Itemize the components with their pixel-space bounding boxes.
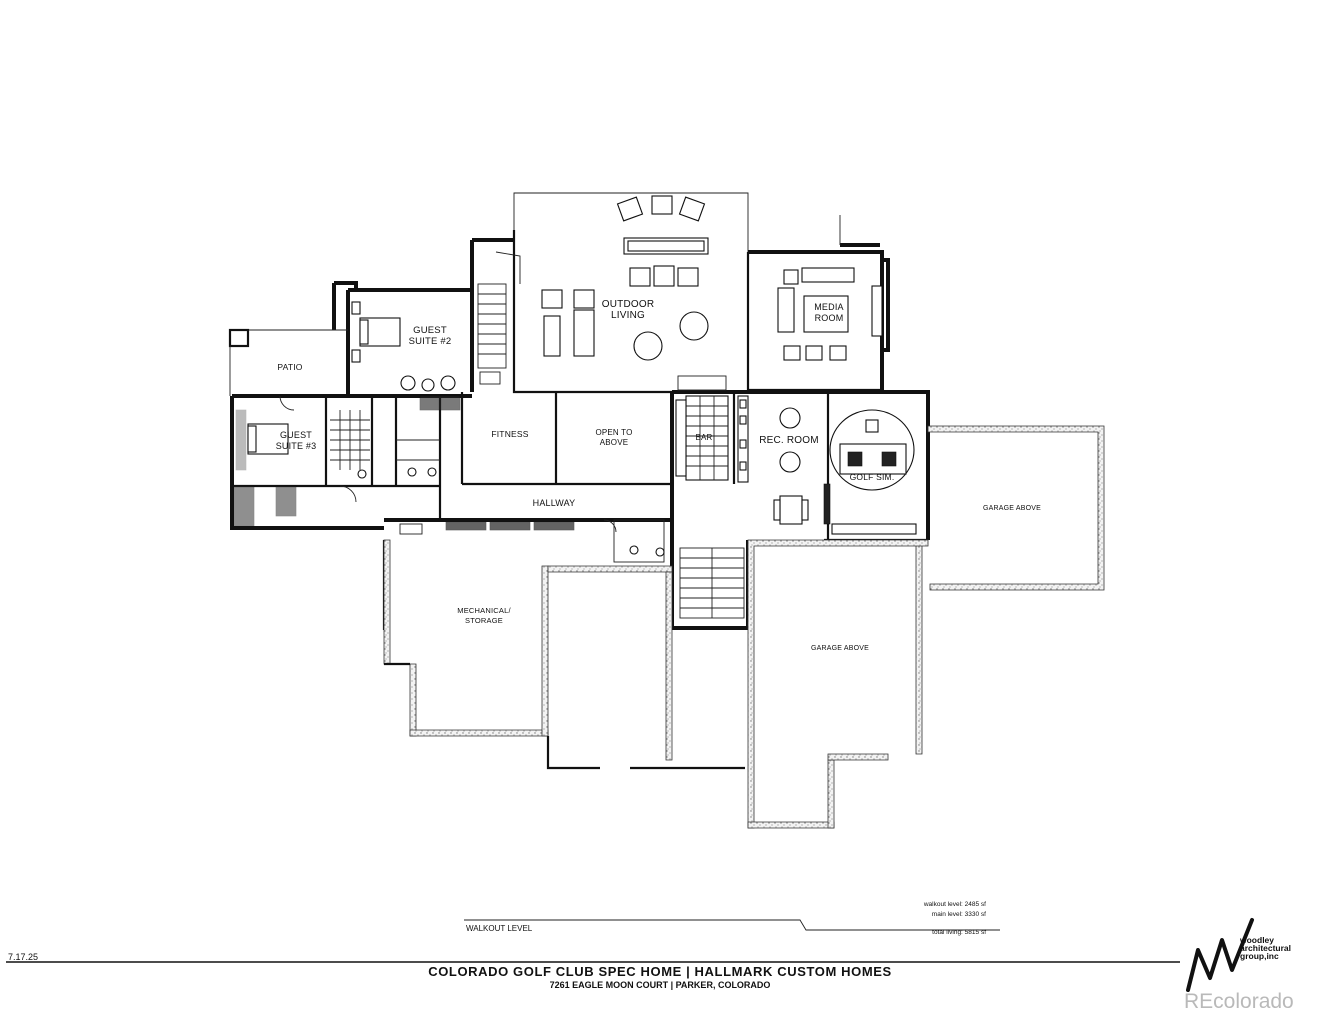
outdoor-living-label-2: LIVING [611,310,645,321]
hallway-details [399,519,665,563]
stair-east [679,547,745,619]
architect-name-line3: group,inc [1240,951,1279,961]
level-label: WALKOUT LEVEL [466,924,533,933]
plan-date: 7.17.25 [8,952,39,962]
guest-suite-3-label-2: SUITE #3 [276,441,317,451]
project-address: 7261 EAGLE MOON COURT | PARKER, COLORADO [549,980,771,990]
architect-logo-mark [1186,918,1254,992]
rec-room-furniture [773,407,809,525]
stair-west [477,251,521,385]
project-title: COLORADO GOLF CLUB SPEC HOME | HALLMARK … [428,964,892,979]
rec-room-label: REC. ROOM [759,435,819,446]
patio-label: PATIO [277,362,302,372]
hallway-label: HALLWAY [533,498,576,508]
total-living-area: total living: 5815 sf [932,929,986,936]
walkout-level-area: walkout level: 2485 sf [923,901,986,908]
guest-suite-2-label-2: SUITE #2 [409,336,452,347]
open-to-above-label: OPEN TO [595,428,632,437]
bar-area [675,395,749,483]
west-wing-interior [232,395,442,527]
bar-label: BAR [695,433,712,442]
golf-sim-furniture [823,409,917,535]
fitness-label: FITNESS [491,429,528,439]
media-room-label-2: ROOM [815,313,844,323]
garage-above-east-label: GARAGE ABOVE [983,505,1041,512]
mechanical-label: MECHANICAL/ [457,606,511,615]
guest-suite-3-label: GUEST [280,430,312,440]
open-to-above-label-2: ABOVE [600,438,629,447]
main-level-area: main level: 3330 sf [931,911,986,918]
outdoor-living-furniture [541,195,727,391]
architect-name-line1: woodley [1240,935,1275,945]
media-room-furniture [777,267,883,361]
architect-name: woodley architectural group,inc [1240,935,1292,961]
golf-sim-label: GOLF SIM. [850,472,895,482]
mechanical-walls [384,662,745,770]
mechanical-label-2: STORAGE [465,616,503,625]
garage-above-south-label: GARAGE ABOVE [811,645,869,652]
room-labels: OUTDOOR LIVING GUEST SUITE #2 PATIO MEDI… [276,299,1041,652]
foundation-walls [383,425,1105,829]
outdoor-living-label: OUTDOOR [602,299,655,310]
media-room-label: MEDIA [814,302,844,312]
area-stats: walkout level: 2485 sf main level: 3330 … [890,900,986,938]
recolorado-watermark: REcolorado [1184,990,1294,1013]
guest-suite-2-label: GUEST [413,325,447,336]
outdoor-deck [513,192,749,252]
guest-suite-2-furniture [351,301,461,411]
title-block-lines [6,919,1180,963]
architect-name-line2: architectural [1240,943,1292,953]
